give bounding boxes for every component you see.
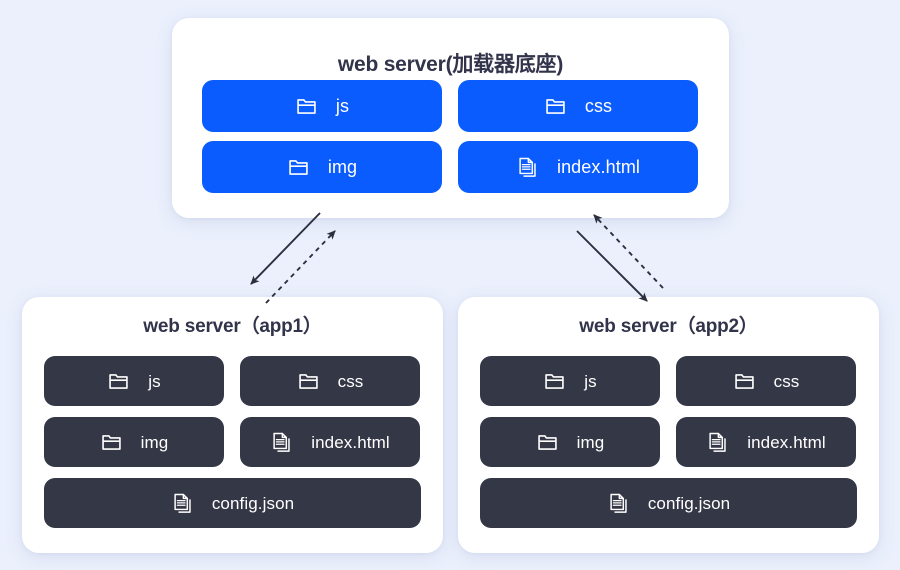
pill-label: css: [584, 96, 613, 116]
arrow-top-to-app1: [250, 212, 321, 285]
pill-app1-config-json[interactable]: config.json: [44, 478, 421, 528]
card-web-server-app2: web server（app2） js css img index.html confi…: [458, 297, 879, 553]
card-title-top: web server(加载器底座): [337, 53, 564, 76]
pill-label: css: [337, 371, 364, 391]
pill-label: config.json: [647, 493, 731, 513]
card-title-app1: web server（app1）: [143, 316, 322, 337]
pill-app1-index-html[interactable]: index.html: [240, 417, 420, 467]
pill-app2-index-html[interactable]: index.html: [676, 417, 856, 467]
pill-label: config.json: [211, 493, 295, 513]
pill-label: img: [140, 432, 169, 452]
card-title-app2: web server（app2）: [579, 316, 758, 337]
document-icon: [706, 431, 729, 454]
pill-label: js: [584, 371, 597, 391]
pill-top-img[interactable]: img: [202, 141, 442, 193]
pill-app2-img[interactable]: img: [480, 417, 660, 467]
arrow-top-to-app2: [576, 230, 648, 302]
document-icon: [607, 492, 630, 515]
pill-app1-css[interactable]: css: [240, 356, 420, 406]
folder-icon: [536, 431, 559, 454]
pill-app2-js[interactable]: js: [480, 356, 660, 406]
pill-top-index-html[interactable]: index.html: [458, 141, 698, 193]
document-icon: [171, 492, 194, 515]
pill-top-js[interactable]: js: [202, 80, 442, 132]
folder-icon: [287, 156, 310, 179]
card-web-server-app1: web server（app1） js css img index.html confi…: [22, 297, 443, 553]
folder-icon: [297, 370, 320, 393]
pill-label: index.html: [311, 432, 390, 452]
arrow-app2-to-top: [593, 214, 664, 289]
folder-icon: [100, 431, 123, 454]
pill-label: index.html: [556, 157, 641, 177]
folder-icon: [543, 370, 566, 393]
pill-grid-app2: js css img index.html config.json: [480, 356, 857, 528]
card-web-server-base: web server(加载器底座) js css img index.html: [172, 18, 729, 218]
pill-app2-config-json[interactable]: config.json: [480, 478, 857, 528]
document-icon: [516, 156, 539, 179]
pill-label: js: [335, 96, 350, 116]
arrow-app1-to-top: [265, 230, 336, 304]
folder-icon: [295, 95, 318, 118]
pill-label: img: [576, 432, 605, 452]
pill-app2-css[interactable]: css: [676, 356, 856, 406]
pill-grid-top: js css img index.html: [202, 80, 699, 193]
pill-top-css[interactable]: css: [458, 80, 698, 132]
pill-label: img: [327, 157, 358, 177]
pill-grid-app1: js css img index.html config.json: [44, 356, 421, 528]
folder-icon: [544, 95, 567, 118]
pill-label: css: [773, 371, 800, 391]
pill-app1-js[interactable]: js: [44, 356, 224, 406]
folder-icon: [107, 370, 130, 393]
document-icon: [270, 431, 293, 454]
pill-app1-img[interactable]: img: [44, 417, 224, 467]
pill-label: js: [148, 371, 161, 391]
folder-icon: [733, 370, 756, 393]
pill-label: index.html: [747, 432, 826, 452]
